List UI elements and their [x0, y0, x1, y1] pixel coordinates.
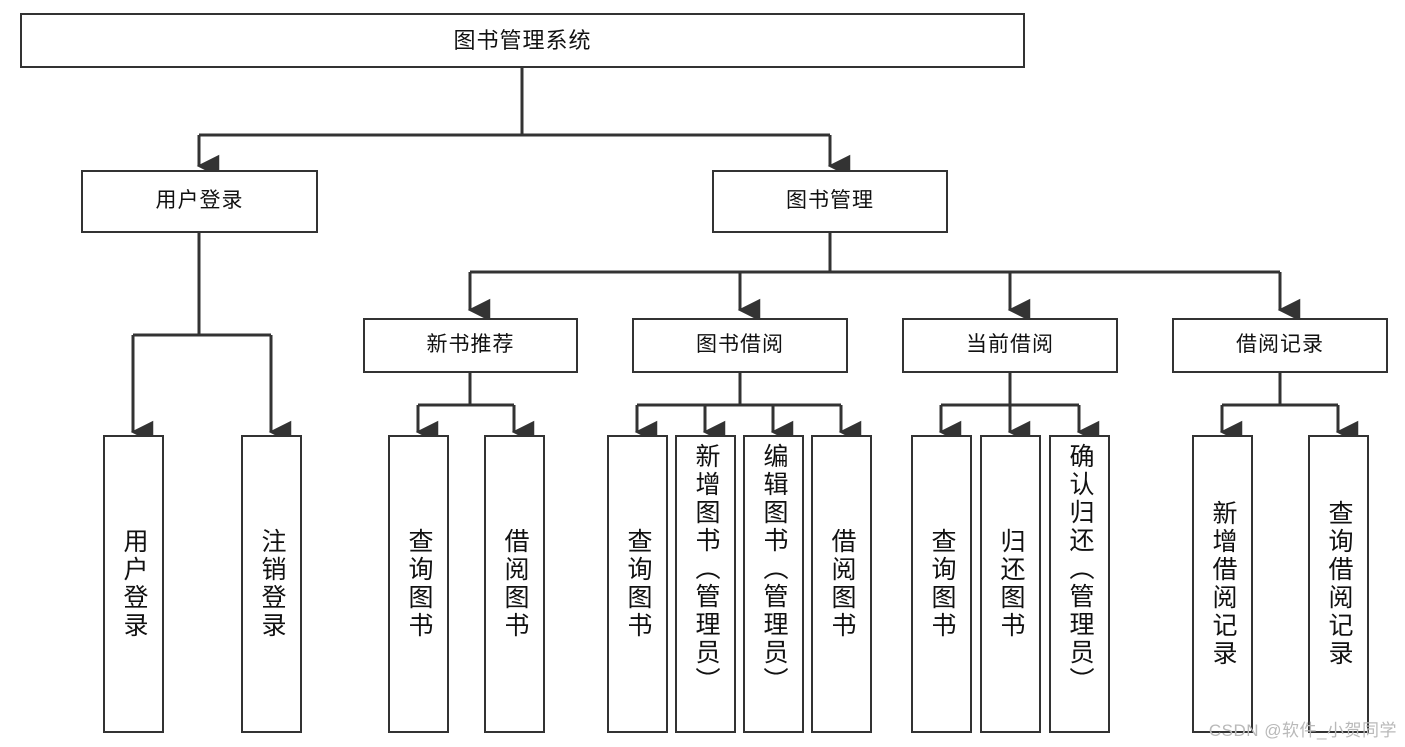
node-leaf-add-book[interactable]: 新增图书（管理员）: [675, 435, 736, 733]
node-leaf-user-logout[interactable]: 注销登录: [241, 435, 302, 733]
node-leaf-borrow-book-1-label: 借阅图书: [501, 528, 529, 640]
node-current-borrow[interactable]: 当前借阅: [902, 318, 1118, 373]
node-leaf-confirm-return[interactable]: 确认归还（管理员）: [1049, 435, 1110, 733]
node-leaf-add-record[interactable]: 新增借阅记录: [1192, 435, 1253, 733]
node-book-borrow[interactable]: 图书借阅: [632, 318, 848, 373]
node-leaf-edit-book-label: 编辑图书（管理员）: [760, 443, 788, 695]
node-leaf-user-login-label: 用户登录: [120, 528, 148, 640]
node-leaf-borrow-book-1[interactable]: 借阅图书: [484, 435, 545, 733]
node-root[interactable]: 图书管理系统: [20, 13, 1025, 68]
node-root-label: 图书管理系统: [453, 27, 592, 53]
node-leaf-add-record-label: 新增借阅记录: [1209, 500, 1237, 668]
node-leaf-query-book-2[interactable]: 查询图书: [607, 435, 668, 733]
node-borrow-record-label: 借阅记录: [1236, 333, 1324, 357]
node-book-manage-label: 图书管理: [786, 189, 874, 213]
node-borrow-record[interactable]: 借阅记录: [1172, 318, 1388, 373]
node-new-book-recommend-label: 新书推荐: [426, 333, 515, 357]
node-leaf-query-book-1-label: 查询图书: [405, 528, 433, 640]
node-leaf-query-book-3-label: 查询图书: [928, 528, 956, 640]
node-leaf-query-record-label: 查询借阅记录: [1325, 500, 1353, 668]
node-leaf-user-login[interactable]: 用户登录: [103, 435, 164, 733]
node-user-login-label: 用户登录: [155, 189, 244, 213]
node-current-borrow-label: 当前借阅: [966, 333, 1054, 357]
node-leaf-query-book-1[interactable]: 查询图书: [388, 435, 449, 733]
node-leaf-query-record[interactable]: 查询借阅记录: [1308, 435, 1369, 733]
node-leaf-borrow-book-2-label: 借阅图书: [828, 528, 856, 640]
node-leaf-borrow-book-2[interactable]: 借阅图书: [811, 435, 872, 733]
node-user-login[interactable]: 用户登录: [81, 170, 318, 233]
node-leaf-return-book-label: 归还图书: [997, 528, 1025, 640]
node-leaf-return-book[interactable]: 归还图书: [980, 435, 1041, 733]
node-leaf-user-logout-label: 注销登录: [258, 528, 286, 640]
node-leaf-query-book-2-label: 查询图书: [624, 528, 652, 640]
node-leaf-add-book-label: 新增图书（管理员）: [692, 443, 720, 695]
node-new-book-recommend[interactable]: 新书推荐: [363, 318, 578, 373]
node-leaf-confirm-return-label: 确认归还（管理员）: [1066, 443, 1094, 695]
node-book-manage[interactable]: 图书管理: [712, 170, 948, 233]
node-leaf-query-book-3[interactable]: 查询图书: [911, 435, 972, 733]
node-book-borrow-label: 图书借阅: [696, 333, 784, 357]
node-leaf-edit-book[interactable]: 编辑图书（管理员）: [743, 435, 804, 733]
